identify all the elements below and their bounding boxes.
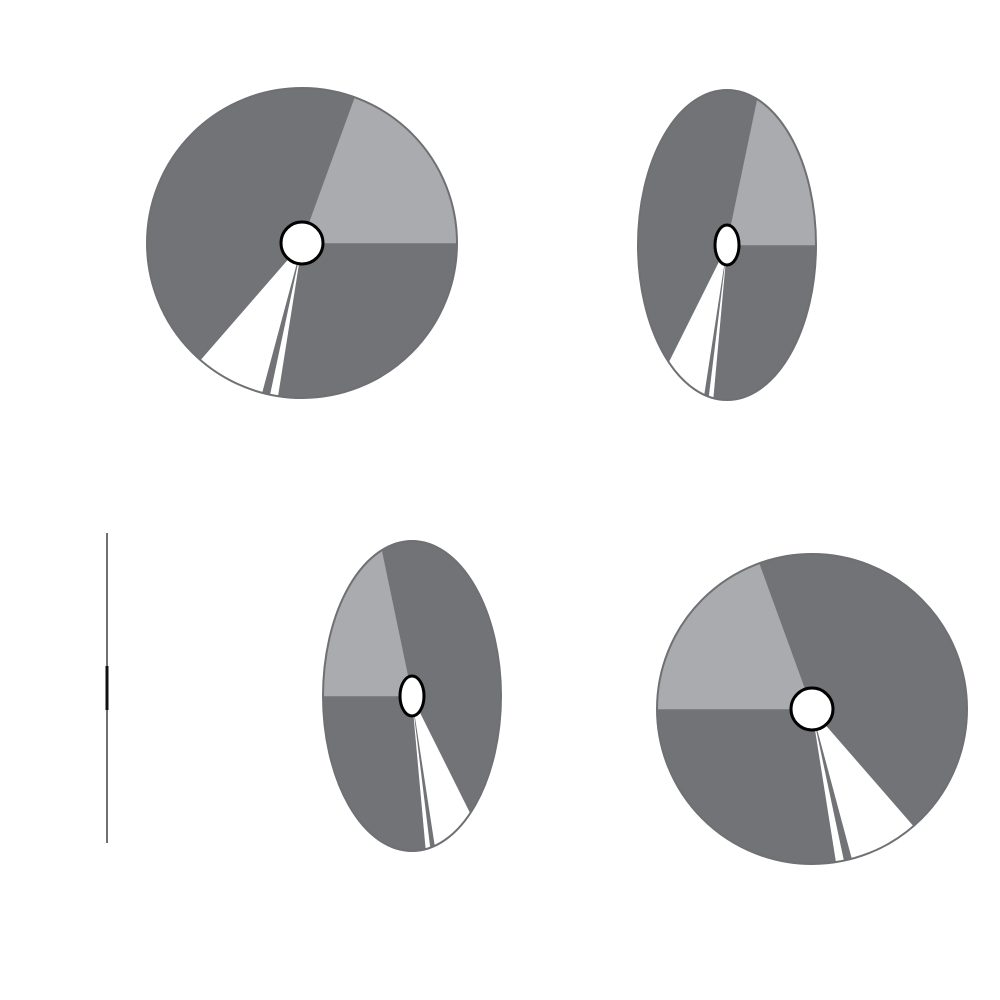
disc-outline bbox=[656, 553, 968, 865]
disc-segment bbox=[322, 695, 427, 852]
disc-outline bbox=[637, 89, 817, 401]
disc-front-mirrored bbox=[656, 553, 968, 865]
disc-turned-mirrored-partial bbox=[322, 540, 502, 852]
disc-outline bbox=[322, 540, 502, 852]
disc-hub bbox=[789, 686, 835, 732]
disc-edge-on bbox=[105, 533, 109, 843]
hub-edge-mark bbox=[105, 666, 109, 710]
disc-segment bbox=[277, 242, 458, 399]
disc-hub bbox=[398, 674, 426, 718]
disc-front-left-facing bbox=[146, 87, 458, 399]
disc-turned-right-partial bbox=[637, 89, 817, 401]
disc-segment bbox=[656, 708, 837, 865]
disc-segment bbox=[712, 244, 817, 401]
disc-hub bbox=[279, 220, 325, 266]
disc-outline bbox=[146, 87, 458, 399]
disc-hub bbox=[713, 223, 741, 267]
